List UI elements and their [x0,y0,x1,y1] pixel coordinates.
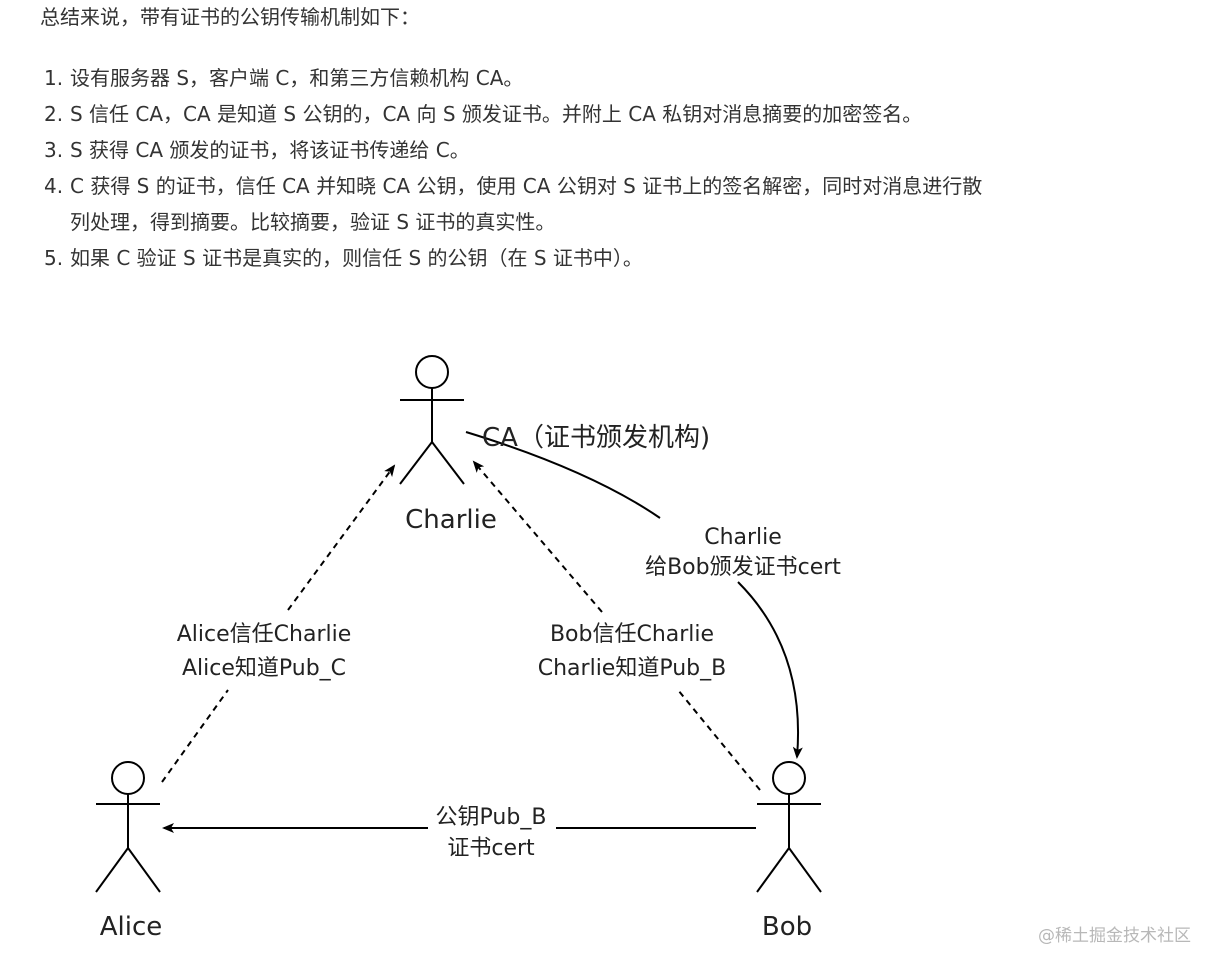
step-text: S 信任 CA，CA 是知道 S 公钥的，CA 向 S 颁发证书。并附上 CA … [70,102,923,126]
bob-figure-icon [756,761,822,893]
alice-label: Alice [100,912,163,942]
bob-label: Bob [762,912,812,942]
transfer-label-line2: 证书cert [447,836,535,861]
issue-label-line1: Charlie [704,525,782,550]
intro-text: 总结来说，带有证书的公钥传输机制如下： [40,5,420,29]
list-item: 2. S 信任 CA，CA 是知道 S 公钥的，CA 向 S 颁发证书。并附上 … [44,94,1184,134]
charlie-figure-icon [399,355,465,485]
step-text-continued: 列处理，得到摘要。比较摘要，验证 S 证书的真实性。 [70,210,556,234]
ca-label: CA（证书颁发机构) [482,423,710,453]
issue-label-line2: 给Bob颁发证书cert [645,555,841,580]
step-text: S 获得 CA 颁发的证书，将该证书传递给 C。 [70,138,470,162]
watermark: @稀土掘金技术社区 [1038,926,1191,946]
step-number: 5. [44,246,64,270]
bob-trust-arrow-lower [677,689,761,791]
list-item: 5. 如果 C 验证 S 证书是真实的，则信任 S 的公钥（在 S 证书中）。 [44,238,1184,278]
step-number: 2. [44,102,64,126]
bob-trust-arrow-upper [472,460,603,613]
alice-trust-arrow-lower [161,689,229,783]
transfer-label-line1: 公钥Pub_B [436,805,547,830]
issue-arrow-bottom [737,581,803,759]
alice-trust-label-line1: Alice信任Charlie [177,622,352,647]
step-number: 4. [44,174,64,198]
list-item: 4. C 获得 S 的证书，信任 CA 并知晓 CA 公钥，使用 CA 公钥对 … [44,166,1184,242]
steps-list: 1. 设有服务器 S，客户端 C，和第三方信赖机构 CA。 2. S 信任 CA… [44,62,1184,278]
alice-figure-icon [95,761,161,893]
step-text: 如果 C 验证 S 证书是真实的，则信任 S 的公钥（在 S 证书中）。 [70,246,643,270]
charlie-label: Charlie [405,505,497,535]
step-number: 3. [44,138,64,162]
bob-trust-label-line1: Bob信任Charlie [550,622,714,647]
alice-trust-arrow-upper [287,464,396,611]
alice-trust-label-line2: Alice知道Pub_C [182,656,346,681]
list-item: 1. 设有服务器 S，客户端 C，和第三方信赖机构 CA。 [44,58,1184,98]
bob-trust-label-line2: Charlie知道Pub_B [538,656,726,681]
step-number: 1. [44,66,64,90]
step-text: C 获得 S 的证书，信任 CA 并知晓 CA 公钥，使用 CA 公钥对 S 证… [70,174,983,198]
step-text: 设有服务器 S，客户端 C，和第三方信赖机构 CA。 [70,66,524,90]
issue-arrow-top [465,431,661,519]
certificate-diagram: Charlie Alice Bob CA（证书颁发机构) Charlie 给Bo… [95,355,841,942]
list-item: 3. S 获得 CA 颁发的证书，将该证书传递给 C。 [44,130,1184,170]
